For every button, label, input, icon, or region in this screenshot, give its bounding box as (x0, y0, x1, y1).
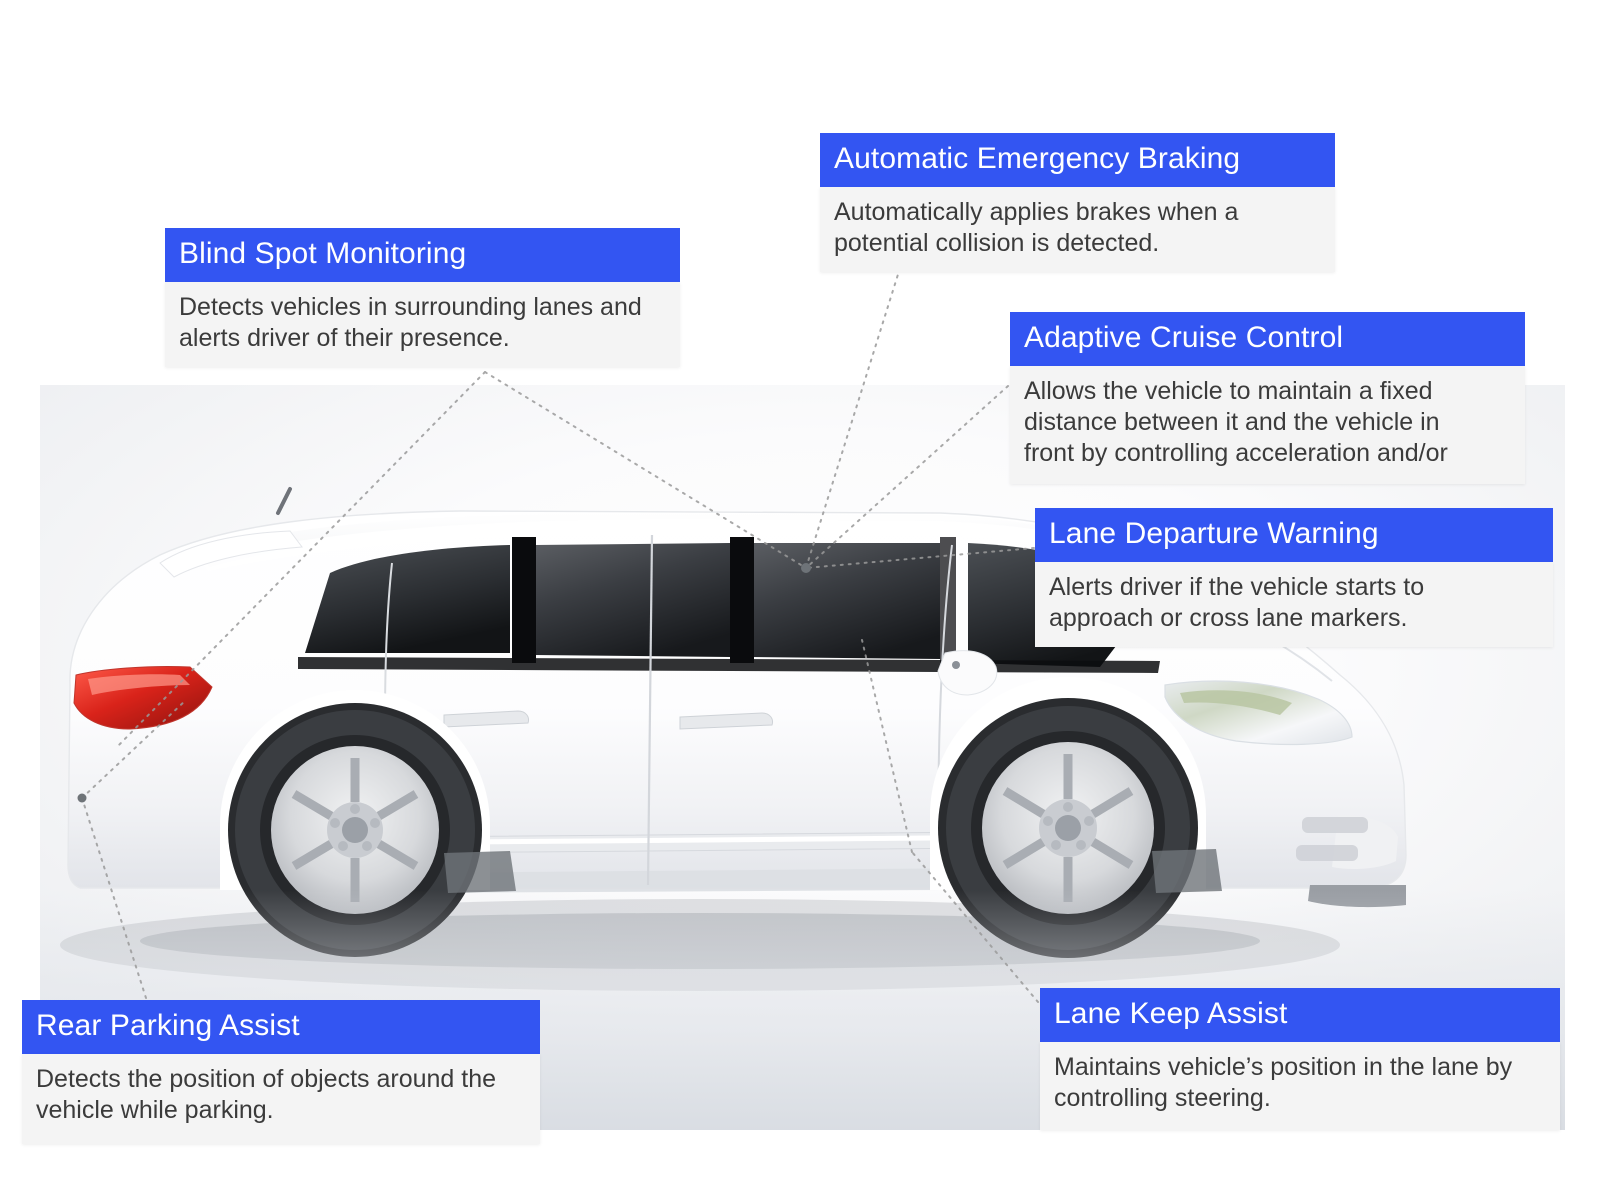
callout-lane-departure-warning[interactable]: Lane Departure Warning Alerts driver if … (1035, 508, 1553, 647)
callout-body: Detects the position of objects around t… (22, 1054, 540, 1144)
callout-body-line: potential collision is detected. (834, 229, 1160, 257)
callout-body: Allows the vehicle to maintain a fixed d… (1010, 366, 1525, 484)
callout-title: Automatic Emergency Braking (820, 133, 1335, 187)
callout-title: Blind Spot Monitoring (165, 228, 680, 282)
callout-body-line: Allows the vehicle to maintain a fixed (1024, 377, 1433, 405)
callout-body-line: vehicle while parking. (36, 1096, 274, 1124)
callout-blind-spot-monitoring[interactable]: Blind Spot Monitoring Detects vehicles i… (165, 228, 680, 367)
callout-body: Alerts driver if the vehicle starts to a… (1035, 562, 1553, 647)
callout-rear-parking-assist[interactable]: Rear Parking Assist Detects the position… (22, 1000, 540, 1144)
callout-body-line: Automatically applies brakes when a (834, 198, 1239, 226)
callout-body: Maintains vehicle’s position in the lane… (1040, 1042, 1560, 1130)
callout-title: Rear Parking Assist (22, 1000, 540, 1054)
callout-body: Automatically applies brakes when a pote… (820, 187, 1335, 272)
callout-body-line: Maintains vehicle’s position in the lane… (1054, 1053, 1513, 1081)
callout-title: Lane Keep Assist (1040, 988, 1560, 1042)
callout-body-line: front by controlling acceleration and/or (1024, 439, 1448, 467)
callout-body-line: Alerts driver if the vehicle starts to (1049, 573, 1425, 601)
callout-adaptive-cruise-control[interactable]: Adaptive Cruise Control Allows the vehic… (1010, 312, 1525, 484)
callout-body-line: approach or cross lane markers. (1049, 604, 1408, 632)
callout-body-line: alerts driver of their presence. (179, 324, 510, 352)
callout-title: Lane Departure Warning (1035, 508, 1553, 562)
callout-title: Adaptive Cruise Control (1010, 312, 1525, 366)
callout-body-line: distance between it and the vehicle in (1024, 408, 1440, 436)
callout-lane-keep-assist[interactable]: Lane Keep Assist Maintains vehicle’s pos… (1040, 988, 1560, 1130)
callout-body-line: controlling steering. (1054, 1084, 1271, 1112)
callout-body-line: Detects vehicles in surrounding lanes an… (179, 293, 642, 321)
callout-body-line: Detects the position of objects around t… (36, 1065, 497, 1093)
callout-automatic-emergency-braking[interactable]: Automatic Emergency Braking Automaticall… (820, 133, 1335, 272)
callout-body: Detects vehicles in surrounding lanes an… (165, 282, 680, 367)
